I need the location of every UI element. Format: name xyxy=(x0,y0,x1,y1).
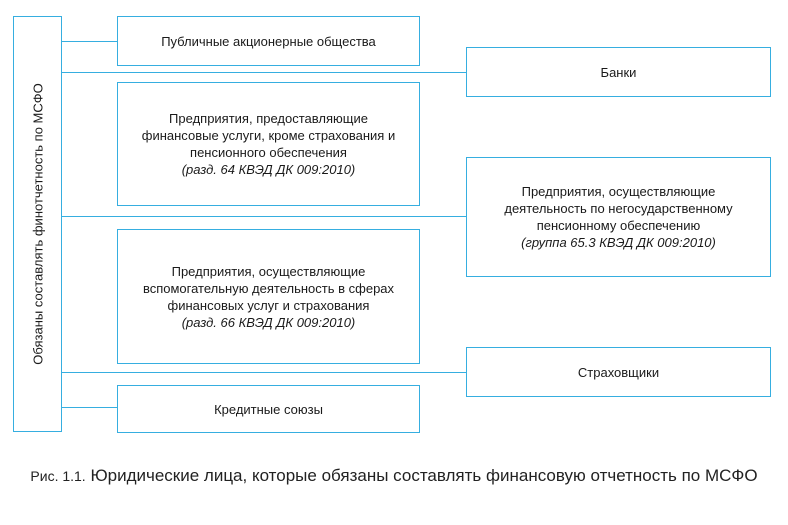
box-fin-services-ref: (разд. 64 КВЭД ДК 009:2010) xyxy=(181,162,356,177)
figure-caption: Рис. 1.1. Юридические лица, которые обяз… xyxy=(0,466,788,486)
box-fin-services: Предприятия, предоставляющие финансовые … xyxy=(117,82,420,206)
box-insurers: Страховщики xyxy=(466,347,771,397)
main-category-label: Обязаны составлять финотчетность по МСФО xyxy=(30,83,45,365)
connector-middle xyxy=(62,216,466,217)
figure-caption-text: Юридические лица, которые обязаны состав… xyxy=(90,466,758,485)
box-auxiliary-label: Предприятия, осуществляющие вспомогатель… xyxy=(142,263,395,313)
box-fin-services-label: Предприятия, предоставляющие финансовые … xyxy=(141,111,396,160)
box-auxiliary: Предприятия, осуществляющие вспомогатель… xyxy=(117,229,420,364)
box-pension: Предприятия, осуществляющие деятельность… xyxy=(466,157,771,277)
box-public-jsc-label: Публичные акционерные общества xyxy=(161,33,376,49)
connector-insurers xyxy=(62,372,466,373)
main-category-box: Обязаны составлять финотчетность по МСФО xyxy=(13,16,62,432)
connector-public-jsc xyxy=(62,41,117,42)
box-auxiliary-ref: (разд. 66 КВЭД ДК 009:2010) xyxy=(181,314,356,330)
box-public-jsc: Публичные акционерные общества xyxy=(117,16,420,66)
box-banks-label: Банки xyxy=(600,64,637,80)
connector-banks xyxy=(62,72,466,73)
box-banks: Банки xyxy=(466,47,771,97)
box-pension-label: Предприятия, осуществляющие деятельность… xyxy=(504,184,733,233)
figure-caption-prefix: Рис. 1.1. xyxy=(30,468,86,484)
box-insurers-label: Страховщики xyxy=(577,364,660,380)
box-credit-unions-label: Кредитные союзы xyxy=(214,401,323,417)
box-pension-ref: (группа 65.3 КВЭД ДК 009:2010) xyxy=(521,235,716,250)
box-credit-unions: Кредитные союзы xyxy=(117,385,420,433)
connector-credit-unions xyxy=(62,407,117,408)
